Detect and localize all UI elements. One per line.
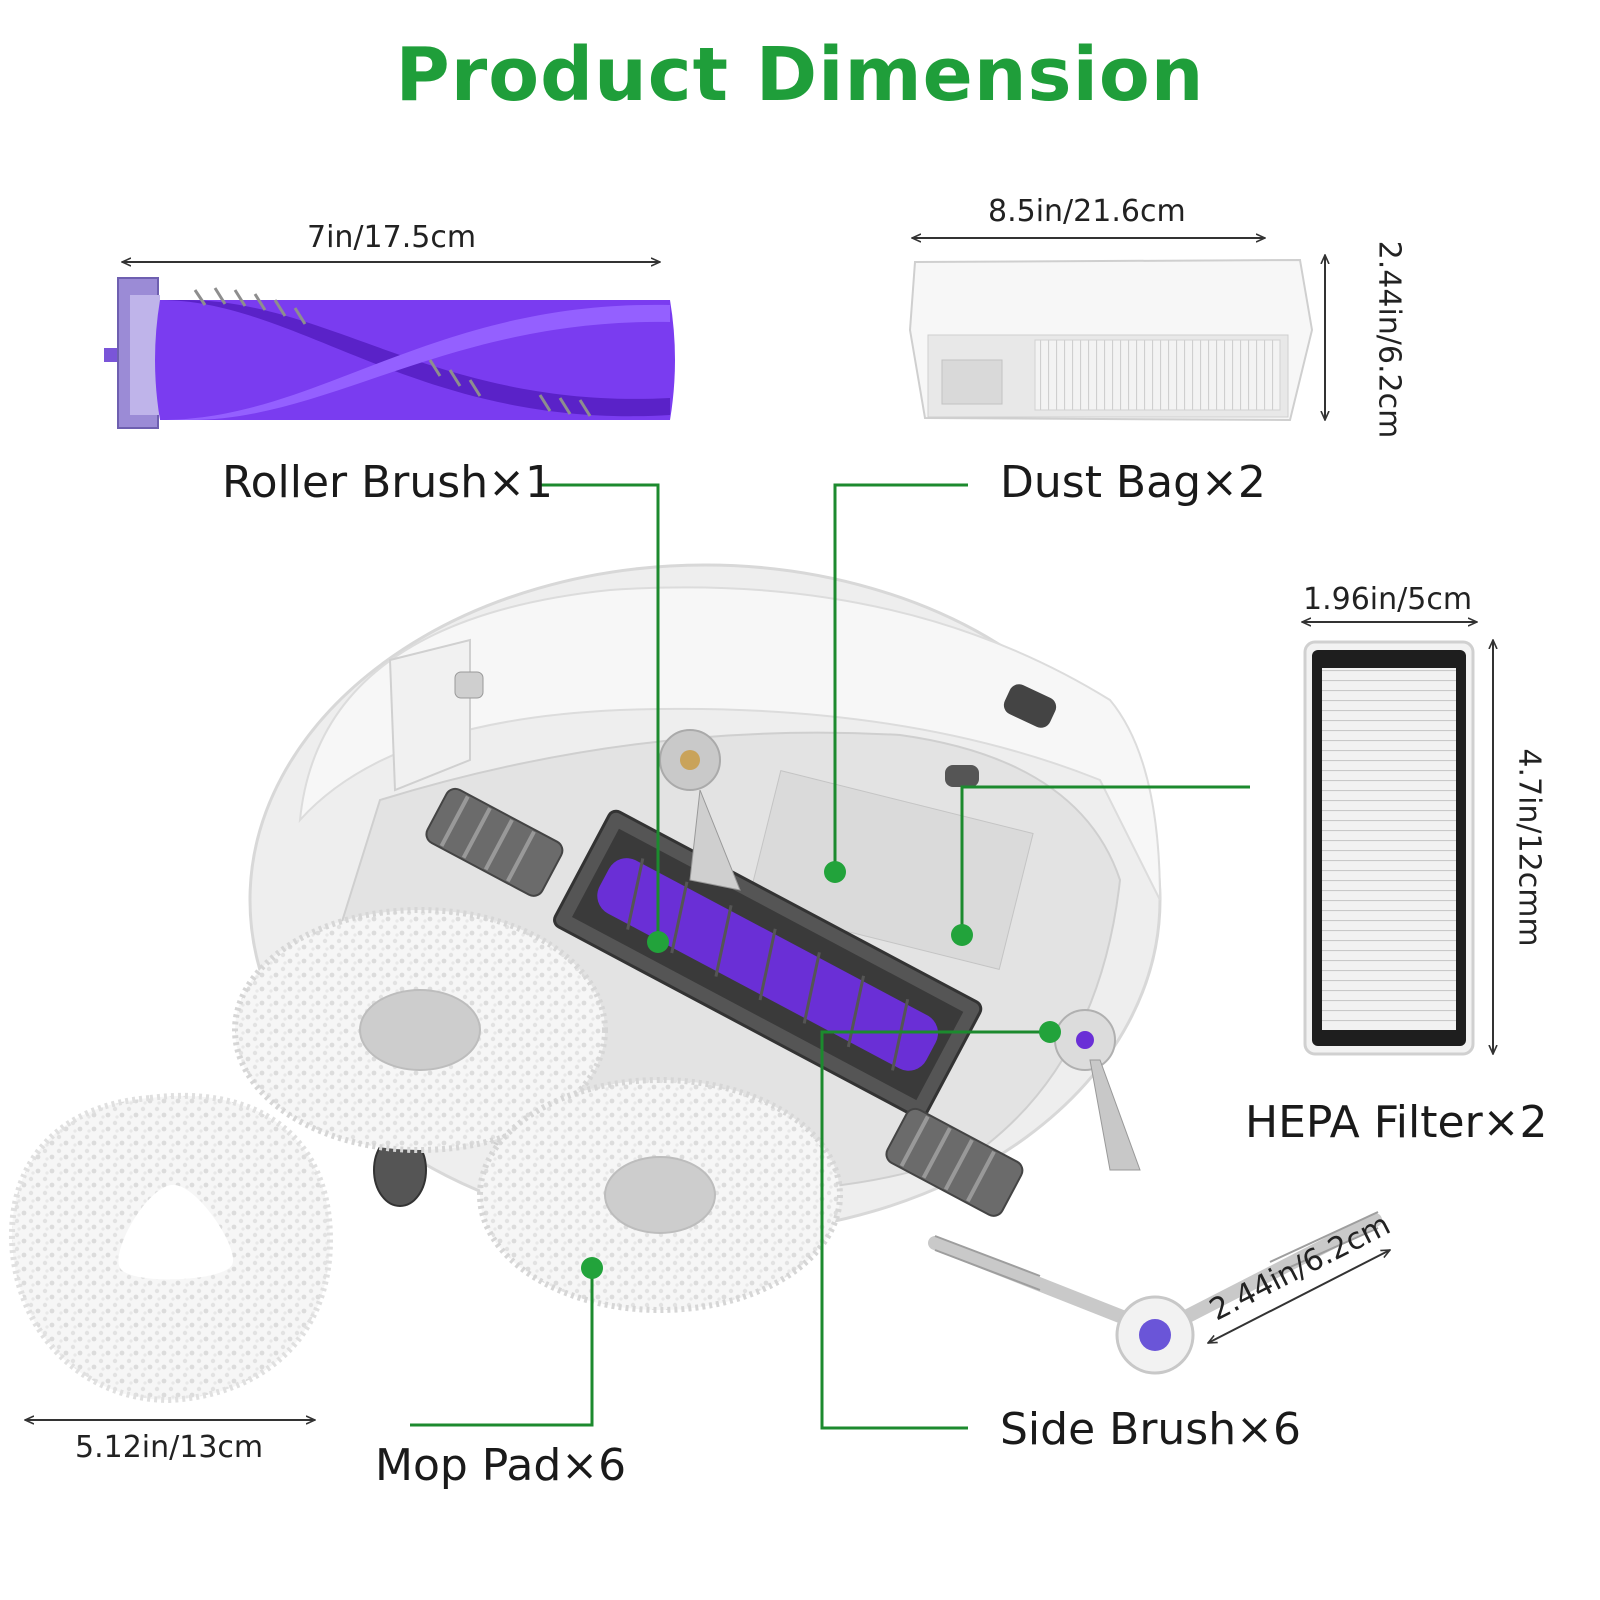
side-brush-dot bbox=[1039, 1021, 1061, 1043]
dust-bag-image bbox=[908, 258, 1314, 422]
side-brush-leader bbox=[820, 1030, 1050, 1430]
dust-bag-dot bbox=[824, 861, 846, 883]
mounted-mop-pad-left bbox=[232, 907, 608, 1153]
hepa-filter-width: 1.96in/5cm bbox=[1303, 582, 1473, 617]
hepa-filter-height: 4.7in/12cmm bbox=[1511, 748, 1547, 947]
roller-brush-leader bbox=[538, 483, 660, 940]
mop-pad-dot bbox=[581, 1257, 603, 1279]
page-title: Product Dimension bbox=[395, 32, 1205, 118]
roller-brush-image bbox=[104, 277, 675, 429]
mounted-mop-pad-right bbox=[477, 1077, 843, 1313]
mop-pad-leader bbox=[410, 1268, 594, 1427]
roller-brush-dimension: 7in/17.5cm bbox=[307, 220, 477, 255]
side-brush-image bbox=[928, 1211, 1382, 1375]
roller-brush-dot bbox=[647, 931, 669, 953]
mop-pad-dimension: 5.12in/13cm bbox=[75, 1430, 264, 1465]
leader-lines bbox=[410, 483, 1250, 1430]
mop-pad-image bbox=[8, 1092, 334, 1404]
dust-bag-leader bbox=[833, 483, 968, 870]
hepa-filter-label: HEPA Filter×2 bbox=[1245, 1097, 1548, 1148]
dust-bag-height: 2.44in/6.2cm bbox=[1371, 240, 1407, 439]
hepa-filter-leader bbox=[960, 785, 1250, 935]
side-brush-label: Side Brush×6 bbox=[1000, 1404, 1301, 1455]
dust-bag-label: Dust Bag×2 bbox=[1000, 457, 1266, 508]
dust-bag-width: 8.5in/21.6cm bbox=[988, 194, 1186, 229]
leader-dots bbox=[581, 861, 1061, 1279]
hepa-filter-image bbox=[1303, 640, 1475, 1056]
roller-brush-label: Roller Brush×1 bbox=[222, 457, 553, 508]
hepa-filter-dot bbox=[951, 924, 973, 946]
mop-pad-label: Mop Pad×6 bbox=[375, 1440, 627, 1491]
